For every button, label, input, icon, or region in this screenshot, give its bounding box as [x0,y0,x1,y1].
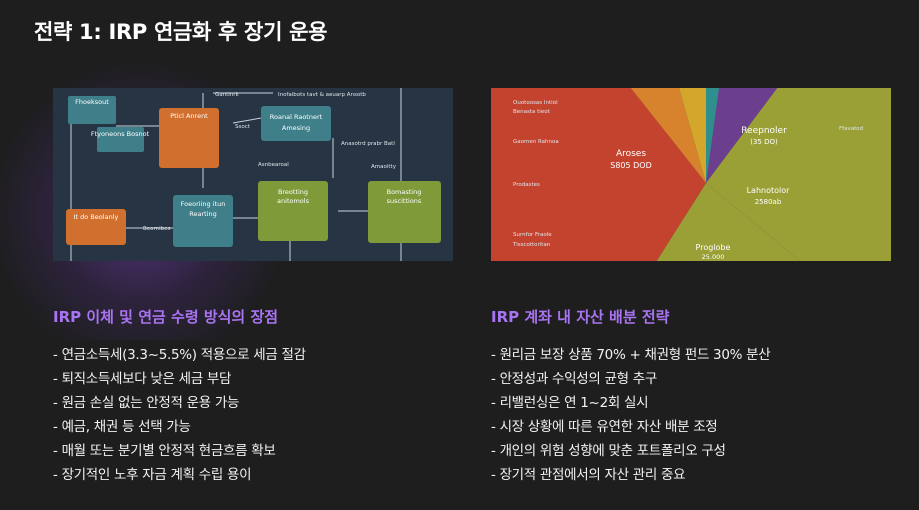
flow-label: Bomasting [387,188,422,196]
flow-label: Gantinrk [215,92,240,98]
list-item: - 개인의 위험 성향에 맞춘 포트폴리오 구성 [491,443,726,459]
pie-label: 25.000 [702,253,725,261]
list-item: - 원금 손실 없는 안정적 운용 가능 [53,395,240,411]
pie-label: Aroses [616,149,646,159]
list-item: - 원리금 보장 상품 70% + 채권형 펀드 30% 분산 [491,347,771,363]
flow-label: Rearting [189,210,216,218]
flow-label: Anasotrd prabr Batl [341,141,395,147]
list-item: - 안정성과 수익성의 균형 추구 [491,371,657,387]
flow-label: Roanal Raotnert [270,113,323,121]
irp-transfer-benefits-section: IRP 이체 및 연금 수령 방식의 장점 - 연금소득세(3.3~5.5%) … [53,306,433,487]
flow-label: Asnbearoal [258,162,289,168]
pie-label: S805 DOD [610,161,652,170]
pie-label: (35 DO) [750,138,778,146]
pie-label: Lahnotolor [747,186,791,195]
flow-label: Beornibes [143,226,171,232]
pie-label: Surnfor Fraole [513,232,552,238]
pie-label: Tisscottoritan [512,242,551,248]
list-item: - 예금, 채권 등 선택 가능 [53,419,191,435]
section-heading: IRP 계좌 내 자산 배분 전략 [491,308,670,326]
pie-label: Prodastes [513,182,540,188]
list-item: - 매월 또는 분기별 안정적 현금흐름 확보 [53,443,276,459]
flow-label: Fhoeksout [75,98,109,106]
flow-label: Amesing [282,124,310,132]
asset-allocation-section: IRP 계좌 내 자산 배분 전략 - 원리금 보장 상품 70% + 채권형 … [491,306,871,487]
list-item: - 퇴직소득세보다 낮은 세금 부담 [53,371,232,387]
flow-label: Amaoitty [371,164,397,170]
pie-label: Gaomen Rahnoa [513,139,559,145]
flow-label: Foeoriing itun [181,200,226,208]
pie-label: Benasta tieot [513,109,551,115]
benefit-list: - 연금소득세(3.3~5.5%) 적용으로 세금 절감 - 퇴직소득세보다 낮… [53,343,433,487]
strategy-list: - 원리금 보장 상품 70% + 채권형 펀드 30% 분산 - 안정성과 수… [491,343,871,487]
flow-label: It do Beolanly [74,213,119,221]
flow-label: Breotting [278,188,308,196]
list-item: - 장기적 관점에서의 자산 관리 중요 [491,467,686,483]
pie-label: Reepnoler [741,126,787,136]
list-item: - 리밸런싱은 연 1~2회 실시 [491,395,649,411]
flowchart-illustration: Fhoeksout Ftyoneons Bosnot Pticl Anrent … [53,88,453,261]
section-heading: IRP 이체 및 연금 수령 방식의 장점 [53,308,279,326]
page-title: 전략 1: IRP 연금화 후 장기 운용 [34,20,328,44]
flow-label: anitomols [277,197,310,205]
list-item: - 장기적인 노후 자금 계획 수립 용이 [53,467,252,483]
flow-label: Ssoct [235,124,251,130]
pie-label: 2580ab [755,198,782,206]
pie-label: Ouotoosas Intiol [513,100,558,106]
list-item: - 시장 상황에 따른 유연한 자산 배분 조정 [491,419,718,435]
flow-label: Inofaibots tavt & aeuarp Ansotb [278,92,366,98]
flow-label: suscittions [387,197,422,205]
pie-illustration: Aroses S805 DOD Reepnoler (35 DO) Lahnot… [491,88,891,261]
flow-label: Ftyoneons Bosnot [91,130,150,138]
pie-label: Ffavatod [839,126,863,132]
pie-label: Proglobe [696,243,731,252]
list-item: - 연금소득세(3.3~5.5%) 적용으로 세금 절감 [53,347,306,363]
flow-label: Pticl Anrent [170,112,208,120]
